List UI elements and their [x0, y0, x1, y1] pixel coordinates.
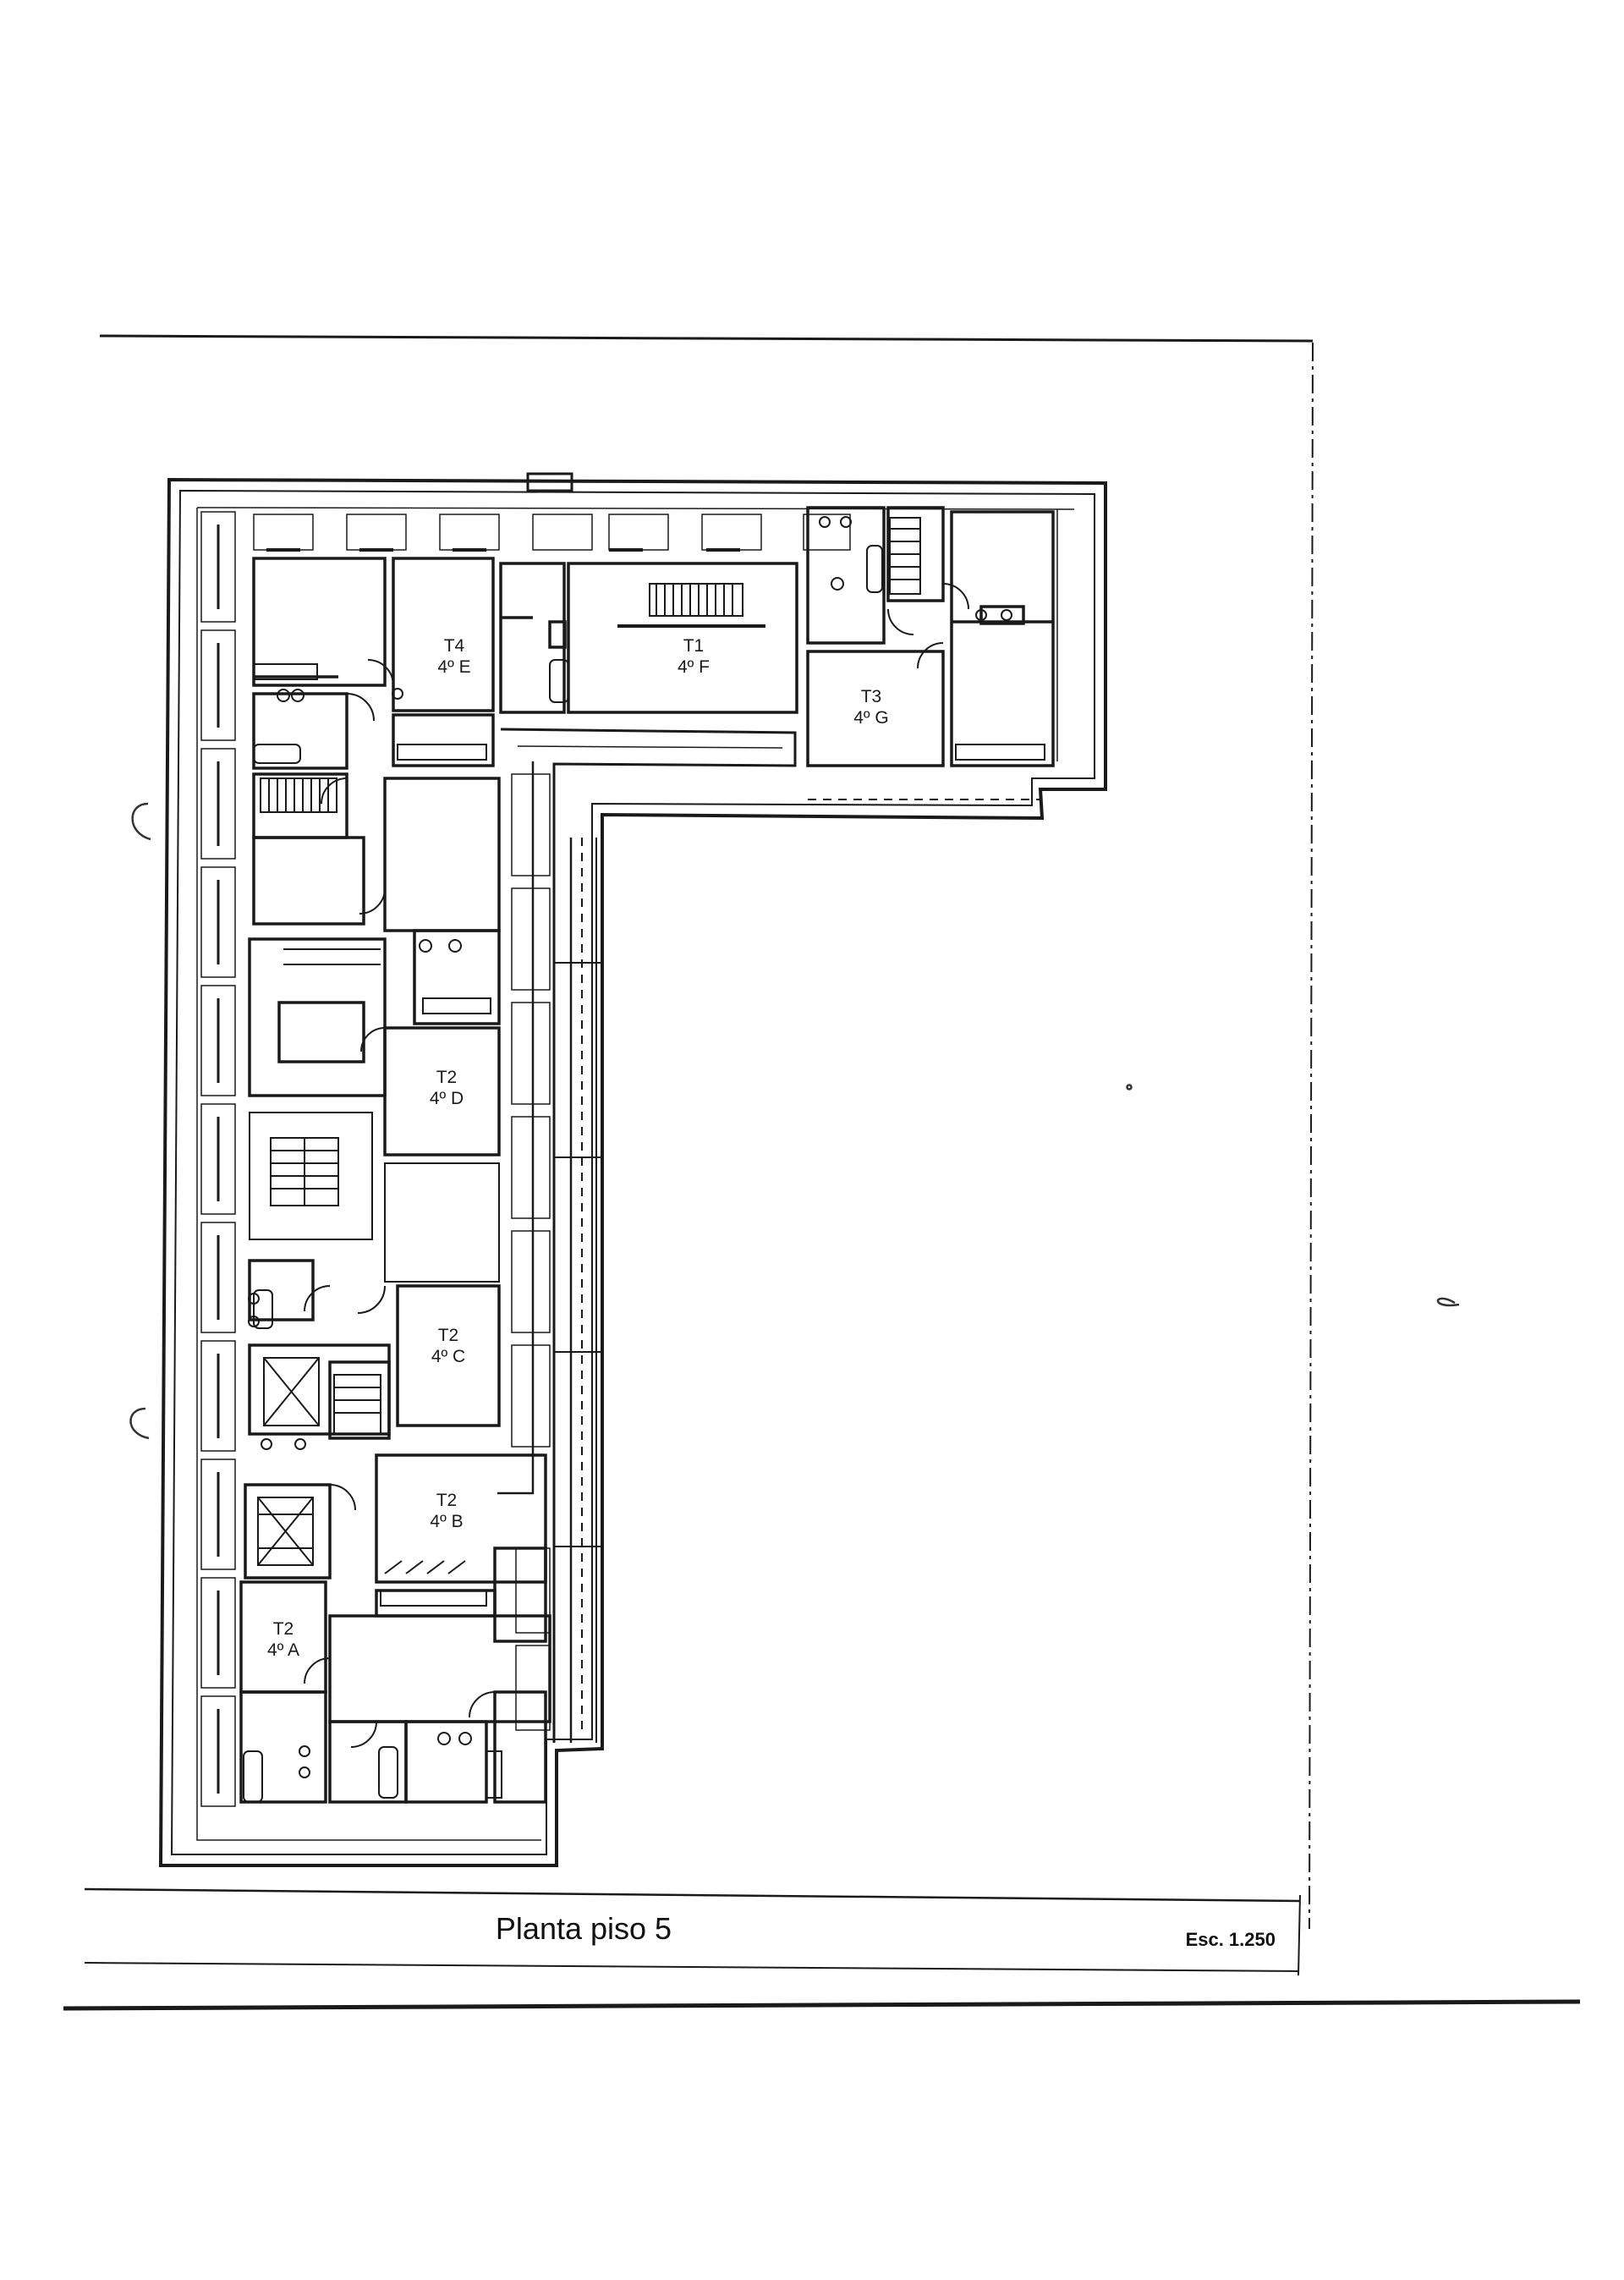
unit-code-4a: 4º A — [267, 1640, 299, 1660]
unit-type-4e: T4 — [444, 636, 465, 656]
unit-type-4b: T2 — [436, 1491, 458, 1510]
unit-type-4d: T2 — [436, 1068, 458, 1087]
unit-type-4a: T2 — [273, 1619, 294, 1639]
unit-code-4b: 4º B — [430, 1512, 463, 1531]
unit-labels: T4 4º E T1 4º F T3 4º G T2 4º D T2 4º C … — [267, 636, 889, 1660]
north-facade-balconies — [253, 514, 851, 552]
plan-scale: Esc. 1.250 — [1186, 1929, 1276, 1950]
unit-4e-walls — [252, 557, 495, 767]
stair-core-middle — [249, 1112, 500, 1283]
unit-code-4e: 4º E — [437, 657, 470, 677]
unit-code-4f: 4º F — [678, 657, 710, 677]
building-outline — [158, 472, 1107, 1867]
stair-4a — [257, 1497, 314, 1566]
unit-4f-walls — [499, 562, 798, 714]
unit-code-4g: 4º G — [853, 708, 889, 728]
west-facade-balconies — [200, 511, 236, 1807]
sanitary-fixtures — [248, 516, 1012, 1778]
unit-label-4b: T2 4º B — [430, 1491, 463, 1531]
stair-4c — [263, 1357, 381, 1435]
bathtubs — [243, 545, 883, 1803]
unit-4g-walls — [806, 506, 1055, 767]
unit-label-4e: T4 4º E — [437, 636, 470, 677]
unit-type-4c: T2 — [438, 1326, 459, 1345]
unit-code-4c: 4º C — [431, 1347, 465, 1366]
corridor — [497, 728, 1040, 1743]
unit-label-4g: T3 4º G — [853, 687, 889, 728]
door-swings — [304, 583, 969, 1748]
kitchen-counters — [253, 663, 1045, 1799]
plan-title: Planta piso 5 — [496, 1911, 672, 1946]
unit-label-4c: T2 4º C — [431, 1326, 465, 1366]
unit-4b-walls — [375, 1453, 547, 1643]
unit-type-4g: T3 — [861, 687, 882, 706]
unit-label-4f: T1 4º F — [678, 636, 710, 677]
unit-code-4d: 4º D — [430, 1089, 464, 1108]
unit-type-4f: T1 — [683, 636, 705, 656]
apartment-walls — [239, 506, 1055, 1804]
stair-west-upper — [260, 777, 337, 813]
unit-4d-walls — [248, 929, 501, 1156]
unit-label-4a: T2 4º A — [267, 1619, 299, 1660]
stair-4g — [889, 517, 921, 595]
unit-label-4d: T2 4º D — [430, 1068, 464, 1108]
drawing-frame — [63, 334, 1581, 2011]
unit-4c-walls — [248, 1259, 501, 1440]
pencil-marks — [129, 802, 1460, 1440]
stair-4f — [617, 583, 765, 628]
